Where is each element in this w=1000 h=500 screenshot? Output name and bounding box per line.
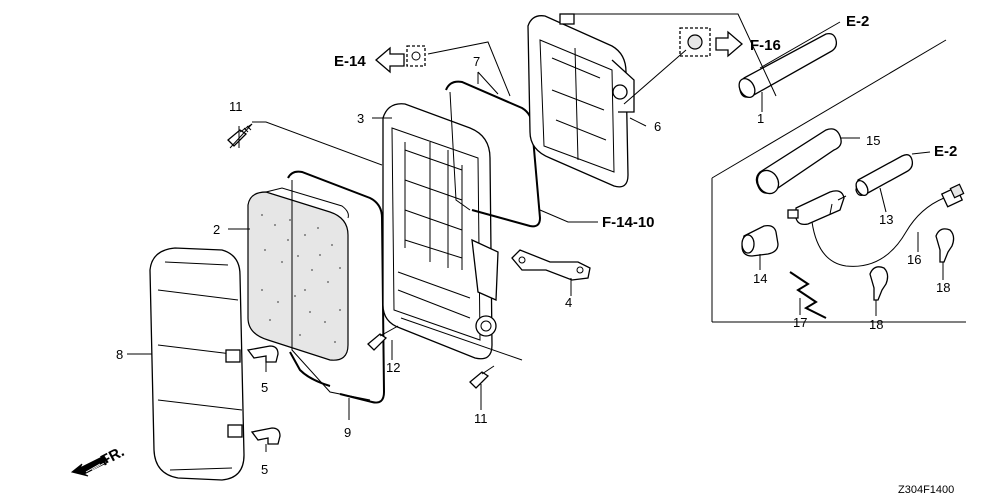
ref-e2-upper: E-2 (846, 13, 869, 30)
part-13-hose (855, 154, 914, 197)
label-part-14: 14 (753, 271, 767, 286)
label-part-16: 16 (907, 252, 921, 267)
part-14-collar (741, 224, 779, 257)
ref-f16: F-16 (750, 37, 781, 54)
label-part-17: 17 (793, 315, 807, 330)
label-part-9: 9 (344, 425, 351, 440)
part-6-case-base (527, 13, 635, 188)
front-arrow-icon (70, 455, 109, 477)
ref-e14: E-14 (334, 53, 366, 70)
part-18-clamp-lower (869, 266, 889, 301)
part-9-gasket (287, 170, 386, 404)
label-part-13: 13 (879, 212, 893, 227)
part-2-filter-element (247, 187, 349, 361)
label-part-4: 4 (565, 295, 572, 310)
label-part-3: 3 (357, 111, 364, 126)
leader-lines (127, 13, 944, 452)
kit-border (711, 39, 966, 323)
part-5-clip-lower (250, 427, 281, 445)
ref-e2-lower: E-2 (934, 143, 957, 160)
label-part-7: 7 (473, 54, 480, 69)
part-17-clip (789, 271, 827, 319)
label-part-5-upper: 5 (261, 380, 268, 395)
part-11-bolt-lower (469, 365, 495, 389)
e14-nut (406, 45, 426, 67)
part-18-clamp-upper (935, 228, 955, 263)
front-label: FR. (98, 443, 127, 469)
part-12-bolt (367, 325, 399, 351)
label-part-8: 8 (116, 347, 123, 362)
label-part-18-upper: 18 (936, 280, 950, 295)
label-part-18-lower: 18 (869, 317, 883, 332)
ref-f1410: F-14-10 (602, 214, 655, 231)
part-8-cover (149, 247, 245, 481)
label-part-12: 12 (386, 360, 400, 375)
label-part-11-upper: 11 (229, 99, 243, 114)
label-part-2: 2 (213, 222, 220, 237)
label-part-5-lower: 5 (261, 462, 268, 477)
part-1-tube (738, 32, 838, 98)
label-part-1: 1 (757, 111, 764, 126)
label-part-15: 15 (866, 133, 880, 148)
drawing-code: Z304F1400 (898, 484, 954, 496)
part-16-connector (940, 183, 965, 208)
f16-arrow-icon (715, 30, 743, 58)
part-15-sleeve (755, 128, 842, 195)
sensor-assembly (787, 190, 945, 267)
part-5-clip-upper (246, 345, 279, 363)
part-4-bracket (511, 249, 591, 281)
part-3-case (382, 103, 499, 360)
foam-texture (261, 214, 341, 343)
label-part-11-lower: 11 (474, 411, 488, 426)
label-part-6: 6 (654, 119, 661, 134)
e14-arrow-icon (375, 46, 405, 74)
